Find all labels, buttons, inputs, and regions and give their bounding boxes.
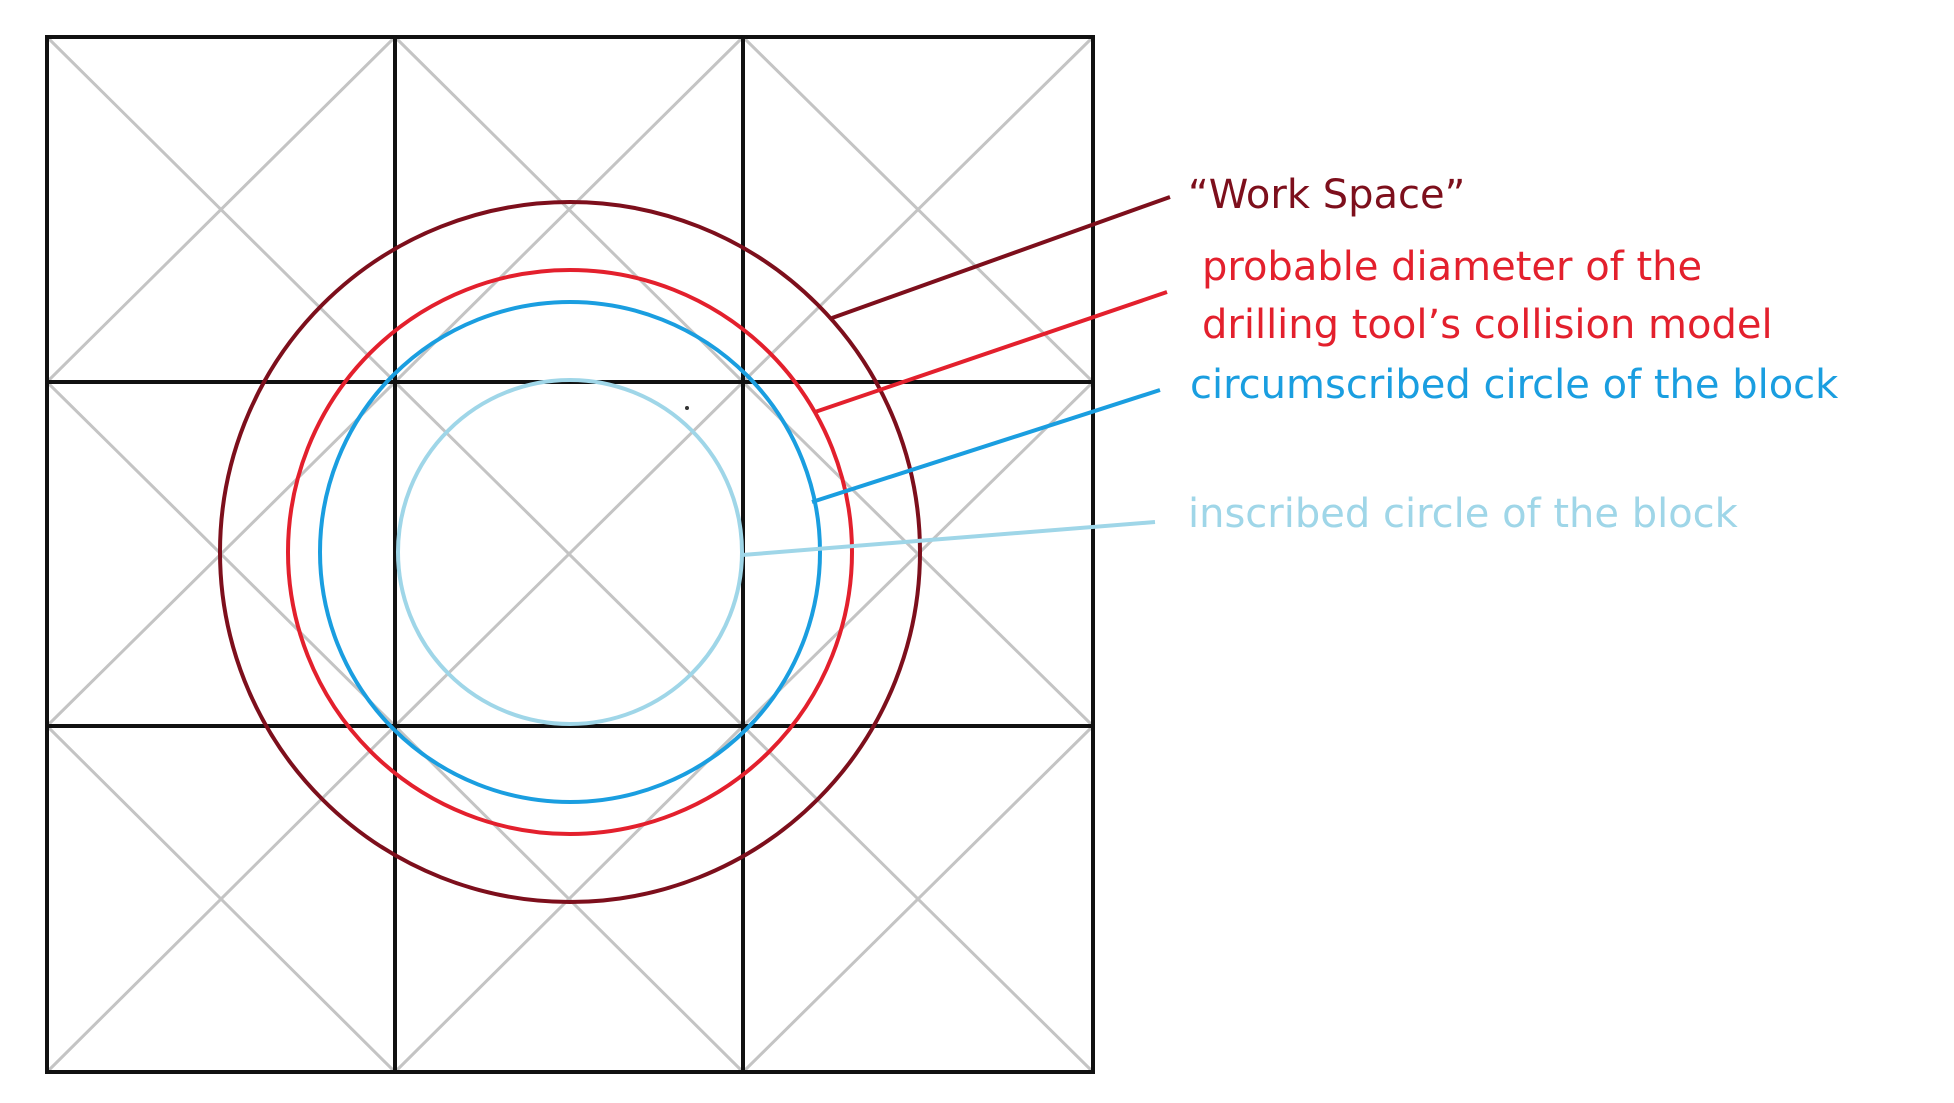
circumscribed-circle (318, 300, 822, 804)
circumscribed-label: circumscribed circle of the block (1190, 362, 1839, 408)
work-space-leader (831, 195, 1171, 320)
collision-label-line1: probable diameter of the (1202, 244, 1702, 290)
circumscribed-leader (811, 388, 1161, 504)
collision-label-line2: drilling tool’s collision model (1202, 302, 1773, 348)
work-space-label: “Work Space” (1188, 172, 1465, 218)
inscribed-leader (741, 520, 1156, 557)
cell-diagonals (45, 35, 1095, 1074)
work-space-circle (218, 200, 922, 904)
inscribed-label: inscribed circle of the block (1188, 491, 1739, 537)
collision-model-circle (286, 268, 854, 836)
center-mark (685, 406, 689, 410)
collision-leader (814, 290, 1168, 414)
inscribed-circle (396, 378, 744, 726)
